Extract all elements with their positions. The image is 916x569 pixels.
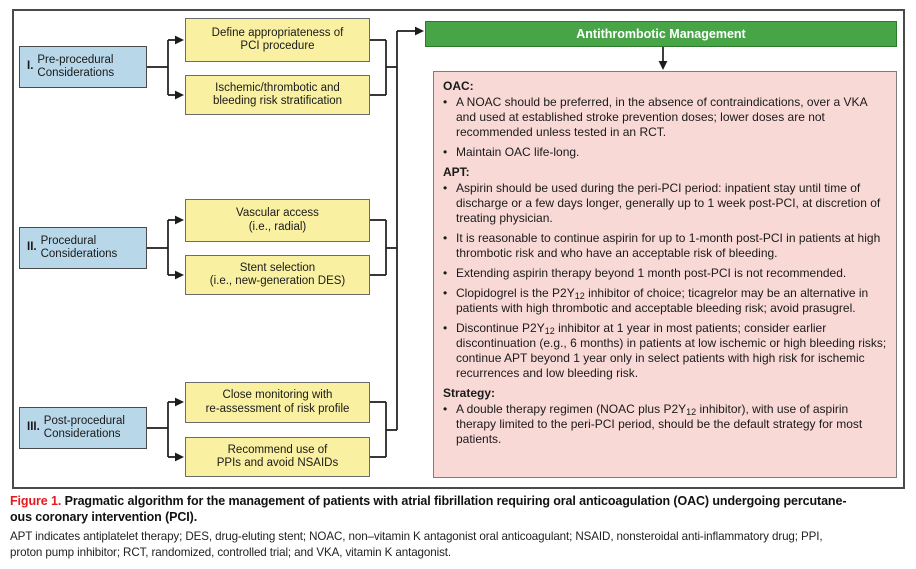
bullet-marker: • bbox=[443, 181, 448, 195]
section-box-procedural: II. Procedural Considerations bbox=[19, 227, 147, 269]
step-box-risk-stratification: Ischemic/thrombotic and bleeding risk st… bbox=[185, 75, 370, 115]
antithrombotic-management-header: Antithrombotic Management bbox=[425, 21, 897, 47]
management-recommendations-box: OAC: • A NOAC should be preferred, in th… bbox=[433, 71, 897, 478]
bullet-item: • It is reasonable to continue aspirin f… bbox=[443, 231, 887, 261]
step-box-stent-selection: Stent selection (i.e., new-generation DE… bbox=[185, 255, 370, 295]
bullet-item: • A double therapy regimen (NOAC plus P2… bbox=[443, 402, 887, 447]
caption-title-line1: Figure 1. Pragmatic algorithm for the ma… bbox=[10, 493, 912, 509]
section-numeral: II. bbox=[27, 241, 37, 254]
section-numeral: I. bbox=[27, 60, 34, 73]
bullet-marker: • bbox=[443, 402, 448, 416]
bullet-text: Extending aspirin therapy beyond 1 month… bbox=[456, 266, 847, 280]
section-label: Post-procedural Considerations bbox=[43, 414, 125, 441]
step-box-close-monitoring: Close monitoring with re-assessment of r… bbox=[185, 382, 370, 423]
bullet-marker: • bbox=[443, 286, 448, 300]
group-title-strategy: Strategy: bbox=[443, 386, 496, 400]
group-title-apt: APT: bbox=[443, 165, 470, 179]
figure-label: Figure 1. bbox=[10, 494, 62, 508]
bullet-text: Clopidogrel is the P2Y12 inhibitor of ch… bbox=[456, 286, 869, 315]
bullet-text: Discontinue P2Y12 inhibitor at 1 year in… bbox=[456, 321, 887, 380]
bullet-marker: • bbox=[443, 266, 448, 280]
section-box-post-procedural: III. Post-procedural Considerations bbox=[19, 407, 147, 449]
section-box-pre-procedural: I. Pre-procedural Considerations bbox=[19, 46, 147, 88]
bullet-marker: • bbox=[443, 231, 448, 245]
section-label: Procedural Considerations bbox=[40, 234, 118, 261]
bullet-text: A NOAC should be preferred, in the absen… bbox=[456, 95, 867, 139]
bullet-text: A double therapy regimen (NOAC plus P2Y1… bbox=[456, 402, 863, 446]
bullet-marker: • bbox=[443, 95, 448, 109]
bullet-item: • Discontinue P2Y12 inhibitor at 1 year … bbox=[443, 321, 887, 381]
bullet-item: • Maintain OAC life-long. bbox=[443, 145, 887, 160]
bullet-item: • Aspirin should be used during the peri… bbox=[443, 181, 887, 226]
bullet-text: Maintain OAC life-long. bbox=[456, 145, 580, 159]
section-numeral: III. bbox=[27, 421, 40, 434]
bullet-marker: • bbox=[443, 145, 448, 159]
step-box-define-appropriateness: Define appropriateness of PCI procedure bbox=[185, 18, 370, 62]
caption-abbreviations: APT indicates antiplatelet therapy; DES,… bbox=[10, 530, 823, 559]
bullet-marker: • bbox=[443, 321, 448, 335]
bullet-item: • A NOAC should be preferred, in the abs… bbox=[443, 95, 887, 140]
caption-title-text: Pragmatic algorithm for the management o… bbox=[61, 494, 847, 508]
group-title-oac: OAC: bbox=[443, 79, 474, 93]
bullet-text: It is reasonable to continue aspirin for… bbox=[456, 231, 881, 260]
step-box-vascular-access: Vascular access (i.e., radial) bbox=[185, 199, 370, 242]
step-box-recommend-ppis: Recommend use of PPIs and avoid NSAIDs bbox=[185, 437, 370, 477]
section-label: Pre-procedural Considerations bbox=[37, 53, 115, 80]
bullet-item: • Extending aspirin therapy beyond 1 mon… bbox=[443, 266, 887, 281]
caption-title-line2: ous coronary intervention (PCI). bbox=[10, 510, 198, 524]
bullet-item: • Clopidogrel is the P2Y12 inhibitor of … bbox=[443, 286, 887, 316]
figure-caption: Figure 1. Pragmatic algorithm for the ma… bbox=[10, 493, 912, 561]
bullet-text: Aspirin should be used during the peri-P… bbox=[456, 181, 881, 225]
